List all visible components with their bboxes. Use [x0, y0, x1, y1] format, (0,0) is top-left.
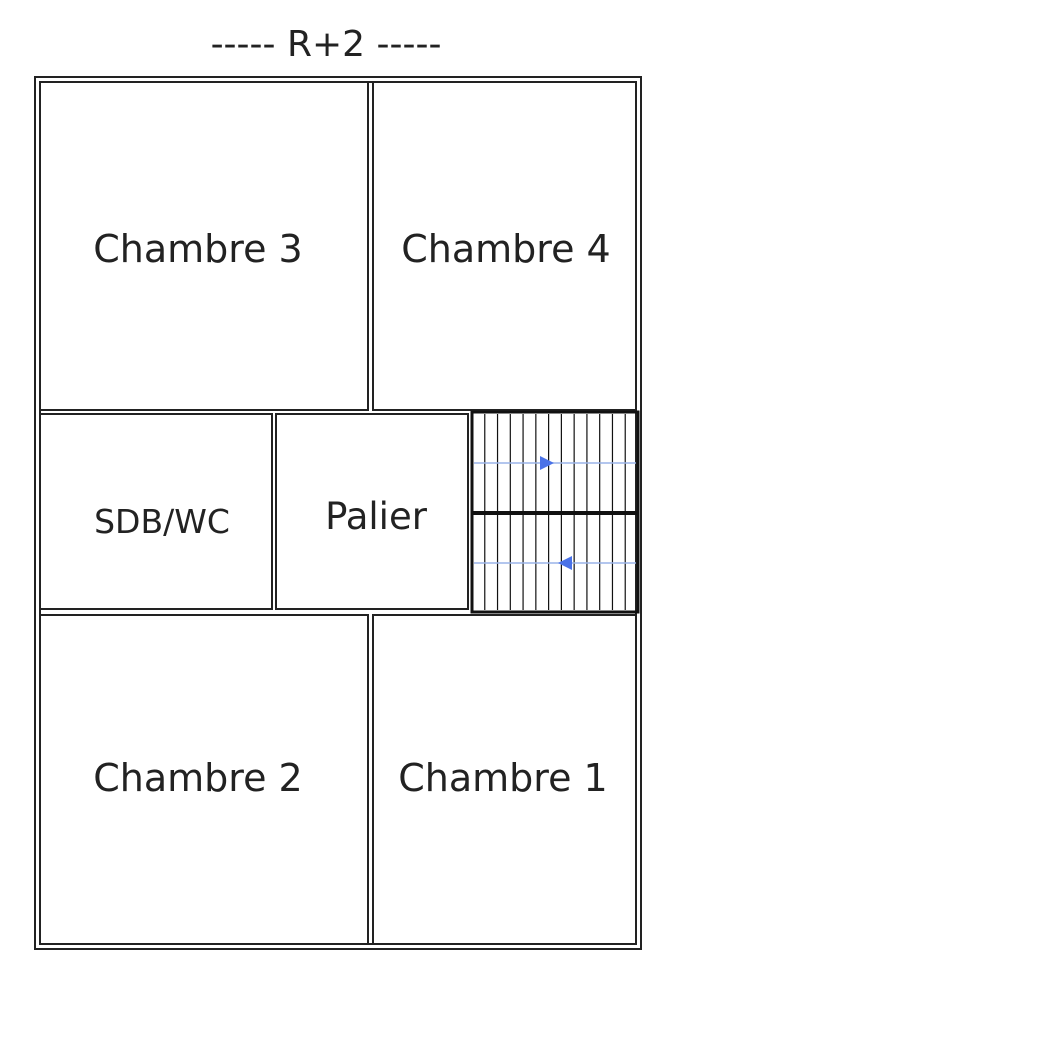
- room-chambre-1: Chambre 1: [372, 614, 637, 945]
- stair-arrow-up-icon: [540, 456, 554, 470]
- room-chambre-3: Chambre 3: [39, 81, 369, 411]
- room-label-chambre-3: Chambre 3: [93, 227, 302, 271]
- room-label-sdb-wc: SDB/WC: [94, 502, 230, 541]
- staircase: [470, 410, 640, 614]
- room-sdb-wc: SDB/WC: [39, 413, 273, 610]
- room-label-palier: Palier: [325, 495, 428, 538]
- stair-arrow-down-icon: [558, 556, 572, 570]
- room-label-chambre-2: Chambre 2: [93, 756, 302, 800]
- room-label-chambre-1: Chambre 1: [398, 756, 607, 800]
- room-chambre-2: Chambre 2: [39, 614, 369, 945]
- room-palier: Palier: [275, 413, 469, 610]
- floor-title: ----- R+2 -----: [211, 24, 442, 65]
- room-chambre-4: Chambre 4: [372, 81, 637, 411]
- room-label-chambre-4: Chambre 4: [401, 227, 610, 271]
